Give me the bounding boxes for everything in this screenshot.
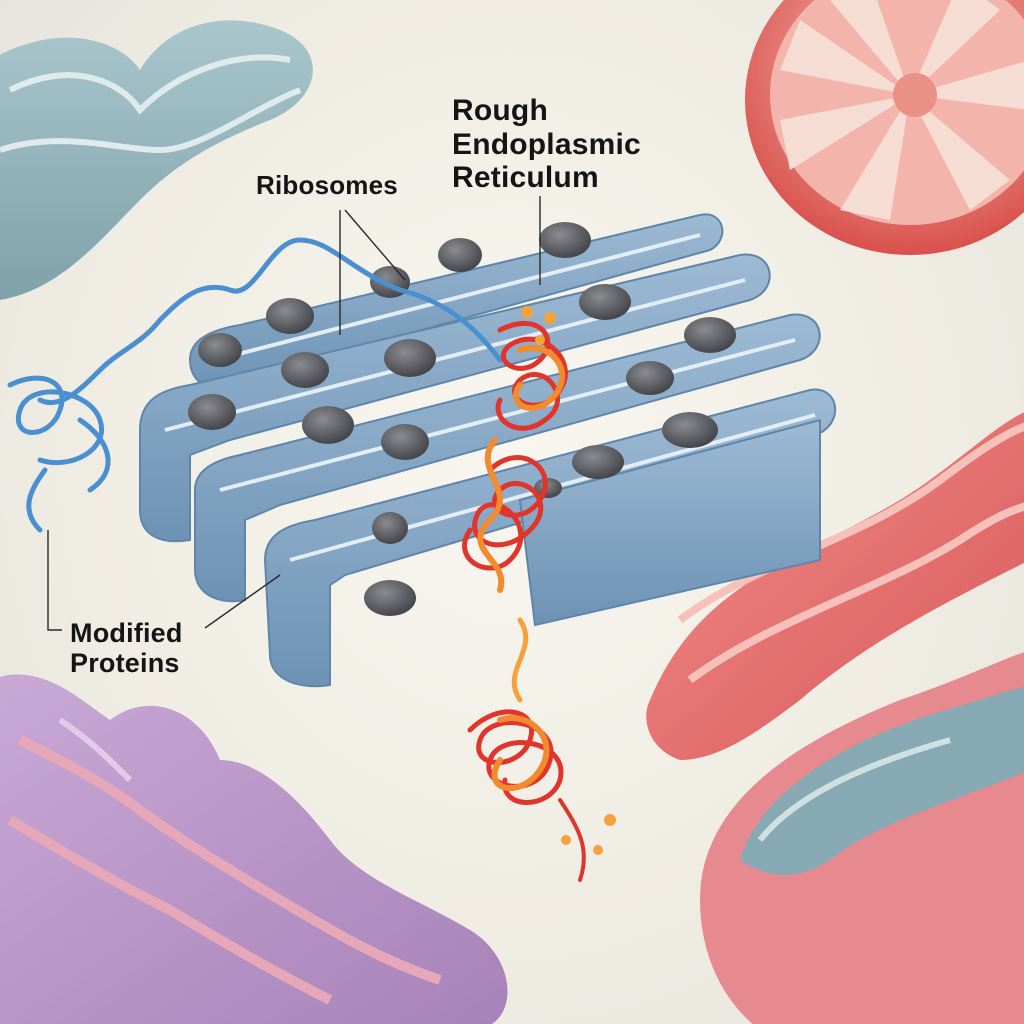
rough-er-label-line-3: Reticulum	[452, 161, 599, 195]
teal-organelle-top-left	[0, 20, 313, 300]
rough-er-label-line-1: Rough	[452, 94, 548, 127]
modified-proteins-label-line-1: Modified	[70, 618, 183, 648]
leader-lines	[47, 196, 541, 631]
rough-er-label: Rough Endoplasmic Reticulum	[452, 94, 641, 195]
rough-er-label-line-2: Endoplasmic	[452, 127, 641, 161]
modified-proteins-leader-1	[47, 530, 62, 631]
protein-chain-tips	[521, 306, 616, 855]
mitochondrion-top-right	[745, 0, 1024, 255]
rough-er-stack	[139, 213, 837, 688]
ribosomes-leader-2	[344, 209, 406, 281]
mrna-strand	[7, 237, 503, 533]
modified-proteins-label: Modified Proteins	[70, 618, 183, 678]
modified-proteins-leader-2	[204, 574, 281, 629]
protein-chains	[462, 321, 586, 882]
modified-proteins-label-line-2: Proteins	[70, 648, 180, 679]
ribosomes-label: Ribosomes	[256, 170, 398, 200]
teal-organelle-bottom-right	[700, 652, 1024, 1024]
purple-organelle-bottom-left	[0, 674, 508, 1024]
